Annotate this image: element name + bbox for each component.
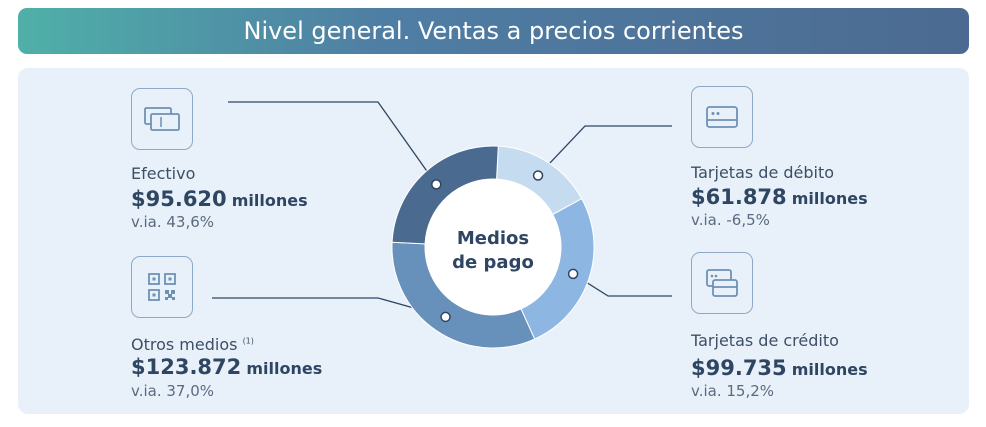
otros-footnote: (1) — [242, 336, 254, 346]
otros-via: v.ia. 37,0% — [131, 382, 215, 400]
credito-unit: millones — [791, 360, 868, 379]
otros-value: $123.872 millones — [131, 355, 322, 379]
qr-code-icon — [148, 273, 176, 301]
center-label-line2: de pago — [452, 252, 534, 273]
otros-label: Otros medios (1) — [131, 335, 254, 354]
donut-hole — [425, 179, 561, 315]
efectivo-amount: $95.620 — [131, 187, 227, 211]
credito-value: $99.735 millones — [691, 356, 868, 380]
debito-unit: millones — [791, 189, 868, 208]
credito-via: v.ia. 15,2% — [691, 382, 775, 400]
efectivo-via: v.ia. 43,6% — [131, 213, 215, 231]
connector-dots — [431, 170, 579, 323]
banknotes-icon — [144, 107, 180, 131]
efectivo-dot — [431, 179, 442, 190]
debito-icon-box — [691, 86, 753, 148]
credito-label: Tarjetas de crédito — [691, 331, 839, 350]
credito-amount: $99.735 — [691, 356, 787, 380]
debito-label: Tarjetas de débito — [691, 163, 835, 182]
otros-unit: millones — [246, 359, 323, 378]
credito-icon-box — [691, 252, 753, 314]
debito-dot — [532, 170, 544, 181]
debito-amount: $61.878 — [691, 185, 787, 209]
otros-amount: $123.872 — [131, 355, 242, 379]
efectivo-connector — [228, 101, 437, 185]
title-banner: Nivel general. Ventas a precios corrient… — [18, 8, 969, 54]
page-title: Nivel general. Ventas a precios corrient… — [243, 17, 744, 45]
credito-dot — [567, 268, 579, 280]
debito-via: v.ia. -6,5% — [691, 211, 770, 229]
efectivo-value: $95.620 millones — [131, 187, 308, 211]
debito-value: $61.878 millones — [691, 185, 868, 209]
credit-cards-icon — [706, 269, 738, 297]
efectivo-icon-box — [131, 88, 193, 150]
otros-dot — [440, 311, 451, 323]
efectivo-unit: millones — [231, 191, 308, 210]
efectivo-slice — [391, 145, 499, 245]
debit-card-icon — [706, 106, 738, 128]
center-label-line1: Medios — [457, 228, 529, 249]
debito-connector — [537, 125, 672, 176]
efectivo-label: Efectivo — [131, 164, 196, 183]
otros-icon-box — [131, 256, 193, 318]
otros-label-text: Otros medios — [131, 335, 238, 354]
